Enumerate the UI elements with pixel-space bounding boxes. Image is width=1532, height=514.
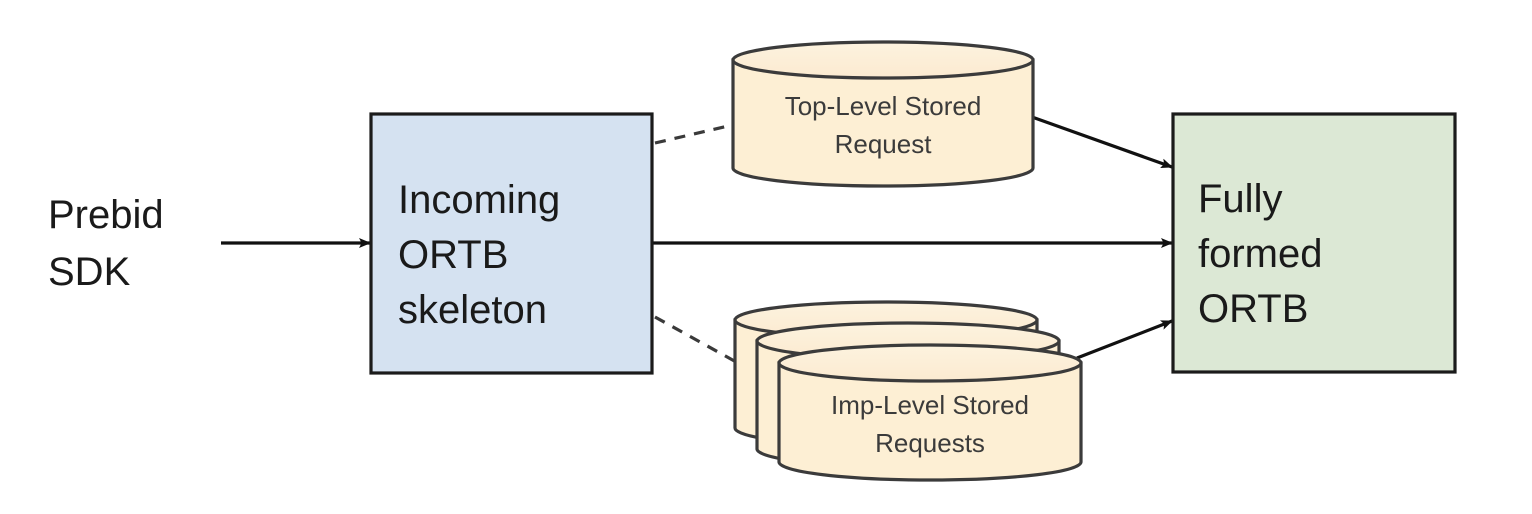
edge-imp-level-to-output [1076,319,1173,360]
edge-incoming-to-imp-level [654,315,739,365]
node-prebid-sdk: Prebid SDK [48,193,164,294]
prebid-sdk-label-line2: SDK [48,250,131,294]
node-top-level-stored-request[interactable]: Top-Level Stored Request [731,40,1035,188]
prebid-sdk-label-line1: Prebid [48,193,164,237]
top-level-cylinder-top [731,40,1035,80]
top-level-cylinder-body[interactable] [731,58,1035,188]
top-level-stored-request-label-line2: Request [835,129,933,159]
fully-formed-ortb-label-line3: ORTB [1198,287,1308,331]
fully-formed-ortb-box[interactable] [1171,112,1457,374]
incoming-ortb-label-line3: skeleton [398,288,547,332]
edge-top-level-to-output [1031,115,1173,169]
node-fully-formed-ortb[interactable]: Fully formed ORTB [1171,112,1457,374]
fully-formed-ortb-label-line1: Fully [1198,177,1282,221]
imp-level-stored-requests-label-line1: Imp-Level Stored [831,390,1029,420]
incoming-ortb-label-line2: ORTB [398,233,508,277]
node-imp-level-stored-requests[interactable]: Imp-Level Stored Requests [733,300,1083,482]
node-incoming-ortb-skeleton[interactable]: Incoming ORTB skeleton [369,112,654,375]
fully-formed-ortb-label-line2: formed [1198,232,1323,276]
imp-level-stored-requests-label-line2: Requests [875,428,985,458]
incoming-ortb-box[interactable] [369,112,654,375]
imp-level-cylinder-front[interactable] [777,343,1083,482]
top-level-stored-request-label-line1: Top-Level Stored [785,91,982,121]
edge-incoming-to-top-level [654,122,738,145]
incoming-ortb-label-line1: Incoming [398,178,560,222]
